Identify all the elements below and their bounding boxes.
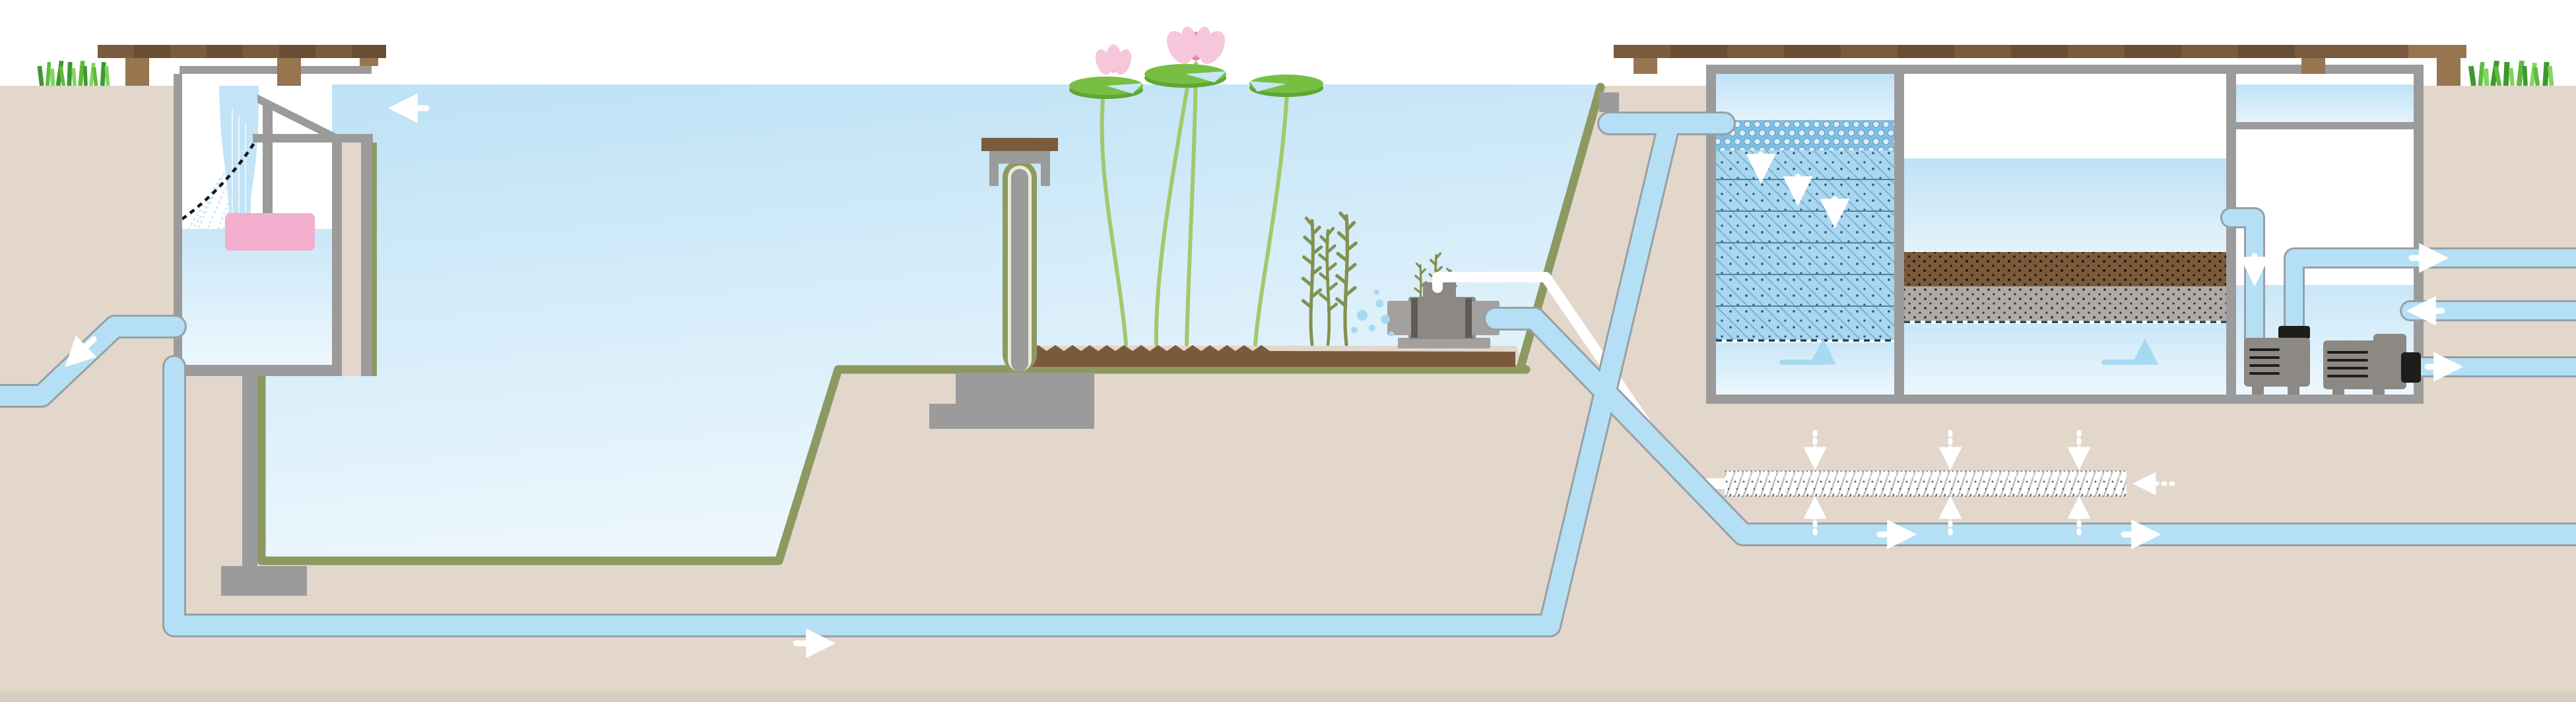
standpipe-footing-upper <box>956 373 1094 404</box>
vault-lid <box>1706 65 2424 74</box>
deck-post <box>277 58 301 86</box>
waterfall-spray <box>187 172 234 234</box>
pond-edge-overflow-block <box>1599 92 1619 112</box>
drain-field-bar <box>1725 471 2127 496</box>
pump-chamber-shelf <box>2236 122 2414 129</box>
lawn-grass-right <box>2468 60 2554 86</box>
transfer-drop-pipe <box>2222 209 2263 350</box>
standpipe-pipe <box>1011 169 1028 371</box>
pond <box>221 82 1619 596</box>
bio-media-band <box>1716 120 1894 150</box>
pond-side-wall <box>361 143 372 376</box>
pump-band <box>1411 298 1418 338</box>
level-indicator-dashed-curve <box>181 135 260 220</box>
pond-wall-footing <box>221 566 307 596</box>
wooden-deck-left <box>98 45 386 86</box>
pond-liner <box>257 365 1531 565</box>
deck-post <box>2301 58 2325 74</box>
deck-support-block <box>360 56 378 66</box>
lily-stem <box>1185 61 1198 346</box>
skimmer-lid <box>180 66 372 74</box>
deck-post <box>2437 58 2460 86</box>
standpipe-bracket-leg <box>1041 164 1050 186</box>
buried-pipes <box>0 112 2576 637</box>
soil-bed <box>1030 345 1515 367</box>
lily-stem <box>1154 81 1190 346</box>
standpipe-bracket <box>989 150 1050 164</box>
lotus-flower-bud <box>1095 44 1132 75</box>
arrow-waste-down-left <box>65 335 97 367</box>
flow-arrows <box>65 93 2464 658</box>
tank1-headwater <box>1716 74 1894 120</box>
skimmer-overflow-chamber <box>174 56 378 376</box>
water-plants <box>1069 26 1457 346</box>
skimmer-right-wall <box>332 143 342 365</box>
filter-vault <box>1706 65 2424 404</box>
filter-pump-2 <box>2323 334 2421 395</box>
supply-line-riser <box>1540 122 1677 635</box>
deck-post <box>1634 58 1657 74</box>
filter-pumps <box>2244 326 2421 395</box>
standpipe-bracket-leg <box>989 164 999 186</box>
lotus-flower-open <box>1167 26 1225 64</box>
deck-post <box>125 58 149 86</box>
lily-pads <box>1069 64 1323 99</box>
standpipe-footing-lower <box>929 404 1094 429</box>
weir-slope <box>257 94 339 144</box>
vault-left-wall <box>1706 74 1716 395</box>
wooden-deck-right <box>1614 45 2466 86</box>
earth-bottom-strip <box>0 691 2576 702</box>
planting-bed <box>1030 345 1515 367</box>
arrow-tank1-upflow <box>1779 338 1836 365</box>
vault-right-wall <box>2414 74 2424 395</box>
pump-chamber-upper-water <box>2236 84 2414 122</box>
tank2-underdrain-water <box>1904 324 2226 395</box>
bottom-drain-standpipe <box>929 138 1094 429</box>
skimmer-floor <box>174 365 342 376</box>
pump-left-cap <box>1387 301 1411 335</box>
tank2-soil-dots <box>1904 252 2226 286</box>
arrow-tank2-upflow <box>2101 338 2158 365</box>
vault-inner-wall-b <box>2226 74 2236 395</box>
pond-left-retaining-wall <box>242 376 257 569</box>
weir-ledge <box>253 134 373 143</box>
pond-water <box>257 84 1601 561</box>
skimmer-brush <box>225 213 315 251</box>
lily-stem <box>1253 92 1289 346</box>
standpipe-cap <box>981 138 1058 151</box>
pump1-discharge-pipe <box>2286 249 2576 342</box>
air-bubbles <box>1351 290 1394 336</box>
pump-base-plate <box>1398 338 1490 348</box>
air-line-and-drain-field <box>1432 272 2127 497</box>
pump-body <box>1408 297 1476 339</box>
tank2-water <box>1904 158 2226 252</box>
tank1-underdrain-water <box>1716 342 1894 395</box>
pond-liner-skimmer-side <box>372 143 377 376</box>
pump-band <box>1465 298 1472 338</box>
skimmer-left-wall <box>174 74 182 376</box>
brush-hanger-rod <box>263 104 273 214</box>
lily-stem <box>1100 90 1128 346</box>
skimmer-water <box>182 229 332 365</box>
filter-pump-1 <box>2244 326 2310 395</box>
lawn-grass-left <box>37 60 110 86</box>
supply-line-bottom-run <box>164 357 1560 635</box>
vault-inner-wall-a <box>1894 74 1904 395</box>
vault-floor <box>1706 395 2424 404</box>
tank2-gravel-dots <box>1904 286 2226 321</box>
